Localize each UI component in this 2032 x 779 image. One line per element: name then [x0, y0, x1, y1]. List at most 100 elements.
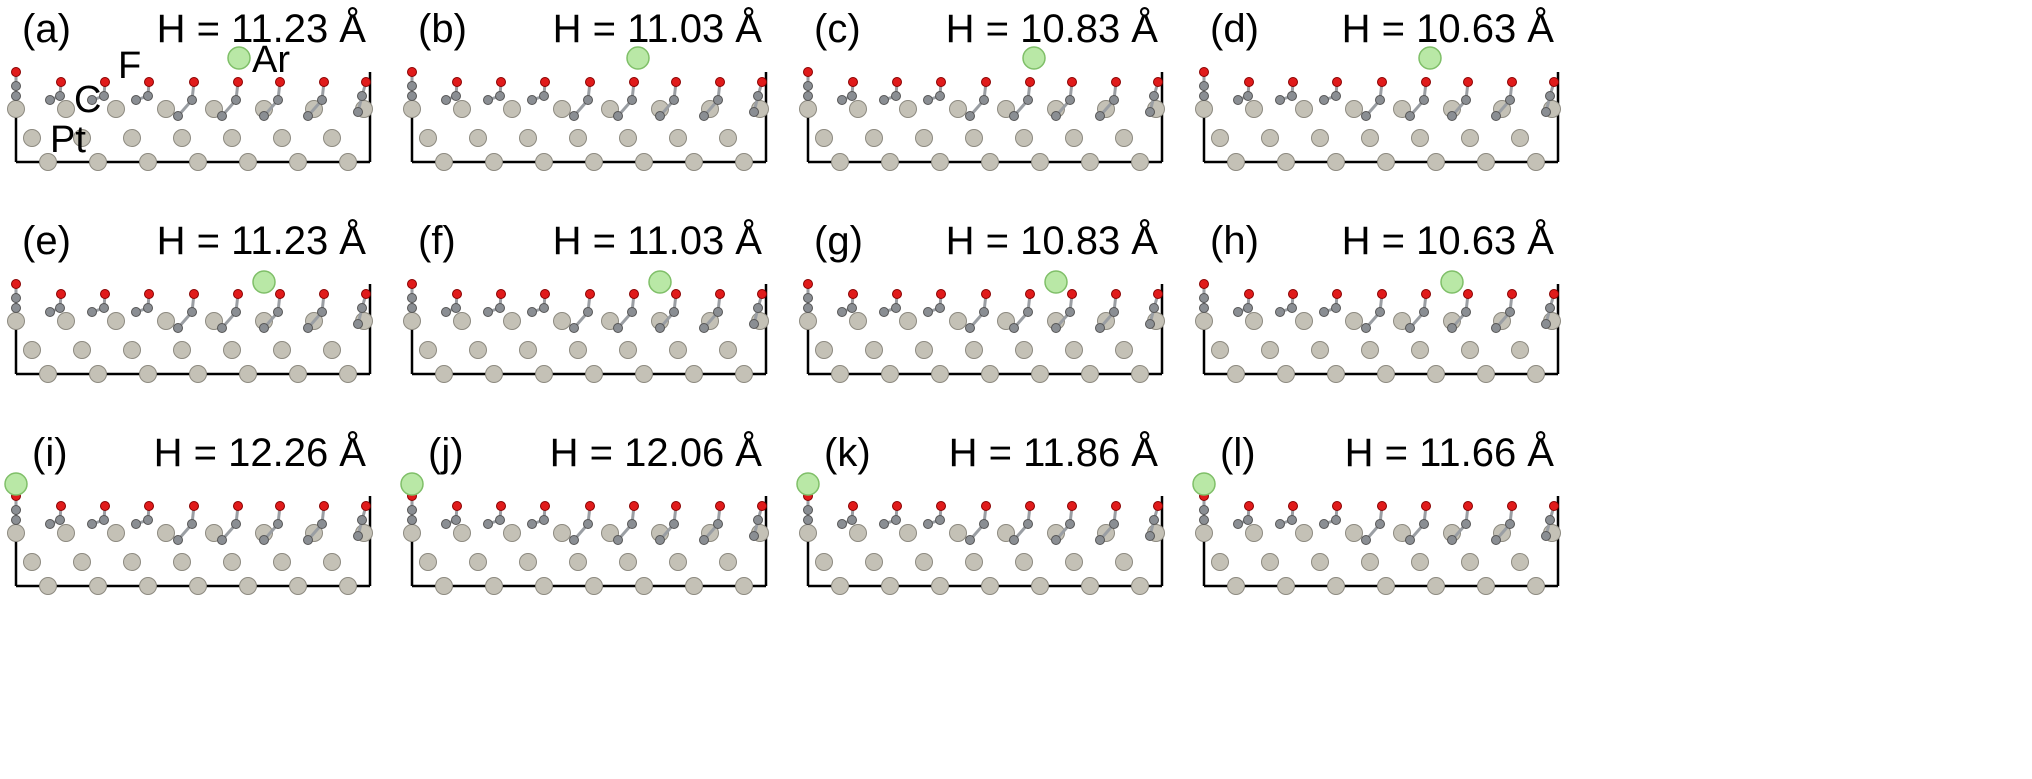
c-atom	[303, 535, 313, 545]
pt-atom	[107, 100, 125, 118]
pt-atom	[89, 365, 107, 383]
height-label: H = 10.83 Å	[946, 6, 1159, 51]
c-atom	[45, 307, 55, 317]
pt-atom	[107, 312, 125, 330]
c-atom	[1109, 519, 1119, 529]
c-atom	[1541, 531, 1551, 541]
pt-atom	[899, 312, 917, 330]
pt-atom	[419, 341, 437, 359]
c-atom	[847, 91, 857, 101]
height-label: H = 11.23 Å	[157, 6, 367, 51]
c-atom	[45, 519, 55, 529]
pt-atom	[831, 577, 849, 595]
f-atom	[1244, 77, 1254, 87]
pt-atom	[89, 577, 107, 595]
c-atom	[1023, 95, 1033, 105]
pt-atom	[685, 365, 703, 383]
pt-atom	[1277, 577, 1295, 595]
f-atom	[496, 289, 506, 299]
c-atom	[407, 515, 417, 525]
c-atom	[699, 323, 709, 333]
c-atom	[1541, 107, 1551, 117]
pt-atom	[899, 524, 917, 542]
pt-atom	[669, 341, 687, 359]
c-atom	[1145, 319, 1155, 329]
pt-atom	[719, 341, 737, 359]
pt-atom	[273, 553, 291, 571]
c-atom	[173, 111, 183, 121]
c-atom	[1505, 519, 1515, 529]
c-atom	[1505, 307, 1515, 317]
c-atom	[441, 519, 451, 529]
c-atom	[965, 111, 975, 121]
pt-atom	[1131, 577, 1149, 595]
f-atom	[1153, 77, 1163, 87]
c-atom	[187, 95, 197, 105]
c-atom	[1023, 307, 1033, 317]
atoms	[403, 270, 769, 383]
c-atom	[1361, 535, 1371, 545]
atoms	[1192, 472, 1561, 595]
c-label: C	[74, 79, 101, 121]
pt-atom	[485, 365, 503, 383]
pt-atom	[107, 524, 125, 542]
c-atom	[55, 515, 65, 525]
pt-atom	[223, 341, 241, 359]
c-atom	[87, 307, 97, 317]
f-atom	[936, 289, 946, 299]
c-atom	[891, 303, 901, 313]
c-atom	[1233, 95, 1243, 105]
height-label: H = 10.63 Å	[1342, 218, 1555, 263]
panel-label: (h)	[1210, 219, 1259, 263]
pt-atom	[57, 524, 75, 542]
ar-label: Ar	[252, 39, 290, 81]
pt-atom	[1081, 365, 1099, 383]
pt-atom	[815, 129, 833, 147]
c-atom	[231, 519, 241, 529]
pt-atom	[569, 129, 587, 147]
c-atom	[143, 303, 153, 313]
pt-atom	[965, 341, 983, 359]
c-atom	[569, 323, 579, 333]
pt-atom	[123, 553, 141, 571]
c-atom	[965, 323, 975, 333]
pt-atom	[635, 365, 653, 383]
pt-atom	[189, 365, 207, 383]
c-atom	[527, 307, 537, 317]
c-atom	[131, 307, 141, 317]
pt-atom	[981, 577, 999, 595]
c-atom	[407, 293, 417, 303]
height-label: H = 10.83 Å	[946, 218, 1159, 263]
pt-atom	[1527, 365, 1545, 383]
pt-atom	[323, 129, 341, 147]
pt-atom	[881, 577, 899, 595]
pt-atom	[339, 153, 357, 171]
pt-atom	[1261, 341, 1279, 359]
c-atom	[303, 323, 313, 333]
f-atom	[540, 77, 550, 87]
c-atom	[1491, 535, 1501, 545]
f-atom	[1332, 501, 1342, 511]
panel-label: (d)	[1210, 7, 1259, 51]
c-atom	[407, 81, 417, 91]
pt-atom	[585, 365, 603, 383]
f-atom	[715, 289, 725, 299]
c-atom	[1447, 535, 1457, 545]
f-atom	[1153, 289, 1163, 299]
pt-atom	[1361, 553, 1379, 571]
c-atom	[495, 91, 505, 101]
f-atom	[11, 67, 21, 77]
c-atom	[613, 111, 623, 121]
c-atom	[353, 107, 363, 117]
height-label: H = 11.86 Å	[949, 430, 1159, 475]
panel-c: (c)H = 10.83 Å	[799, 6, 1165, 171]
c-atom	[655, 323, 665, 333]
c-atom	[1319, 307, 1329, 317]
f-atom	[452, 501, 462, 511]
f-atom	[233, 501, 243, 511]
pt-atom	[1015, 341, 1033, 359]
c-atom	[1109, 95, 1119, 105]
f-atom	[585, 77, 595, 87]
pt-atom	[73, 341, 91, 359]
pt-atom	[1015, 553, 1033, 571]
